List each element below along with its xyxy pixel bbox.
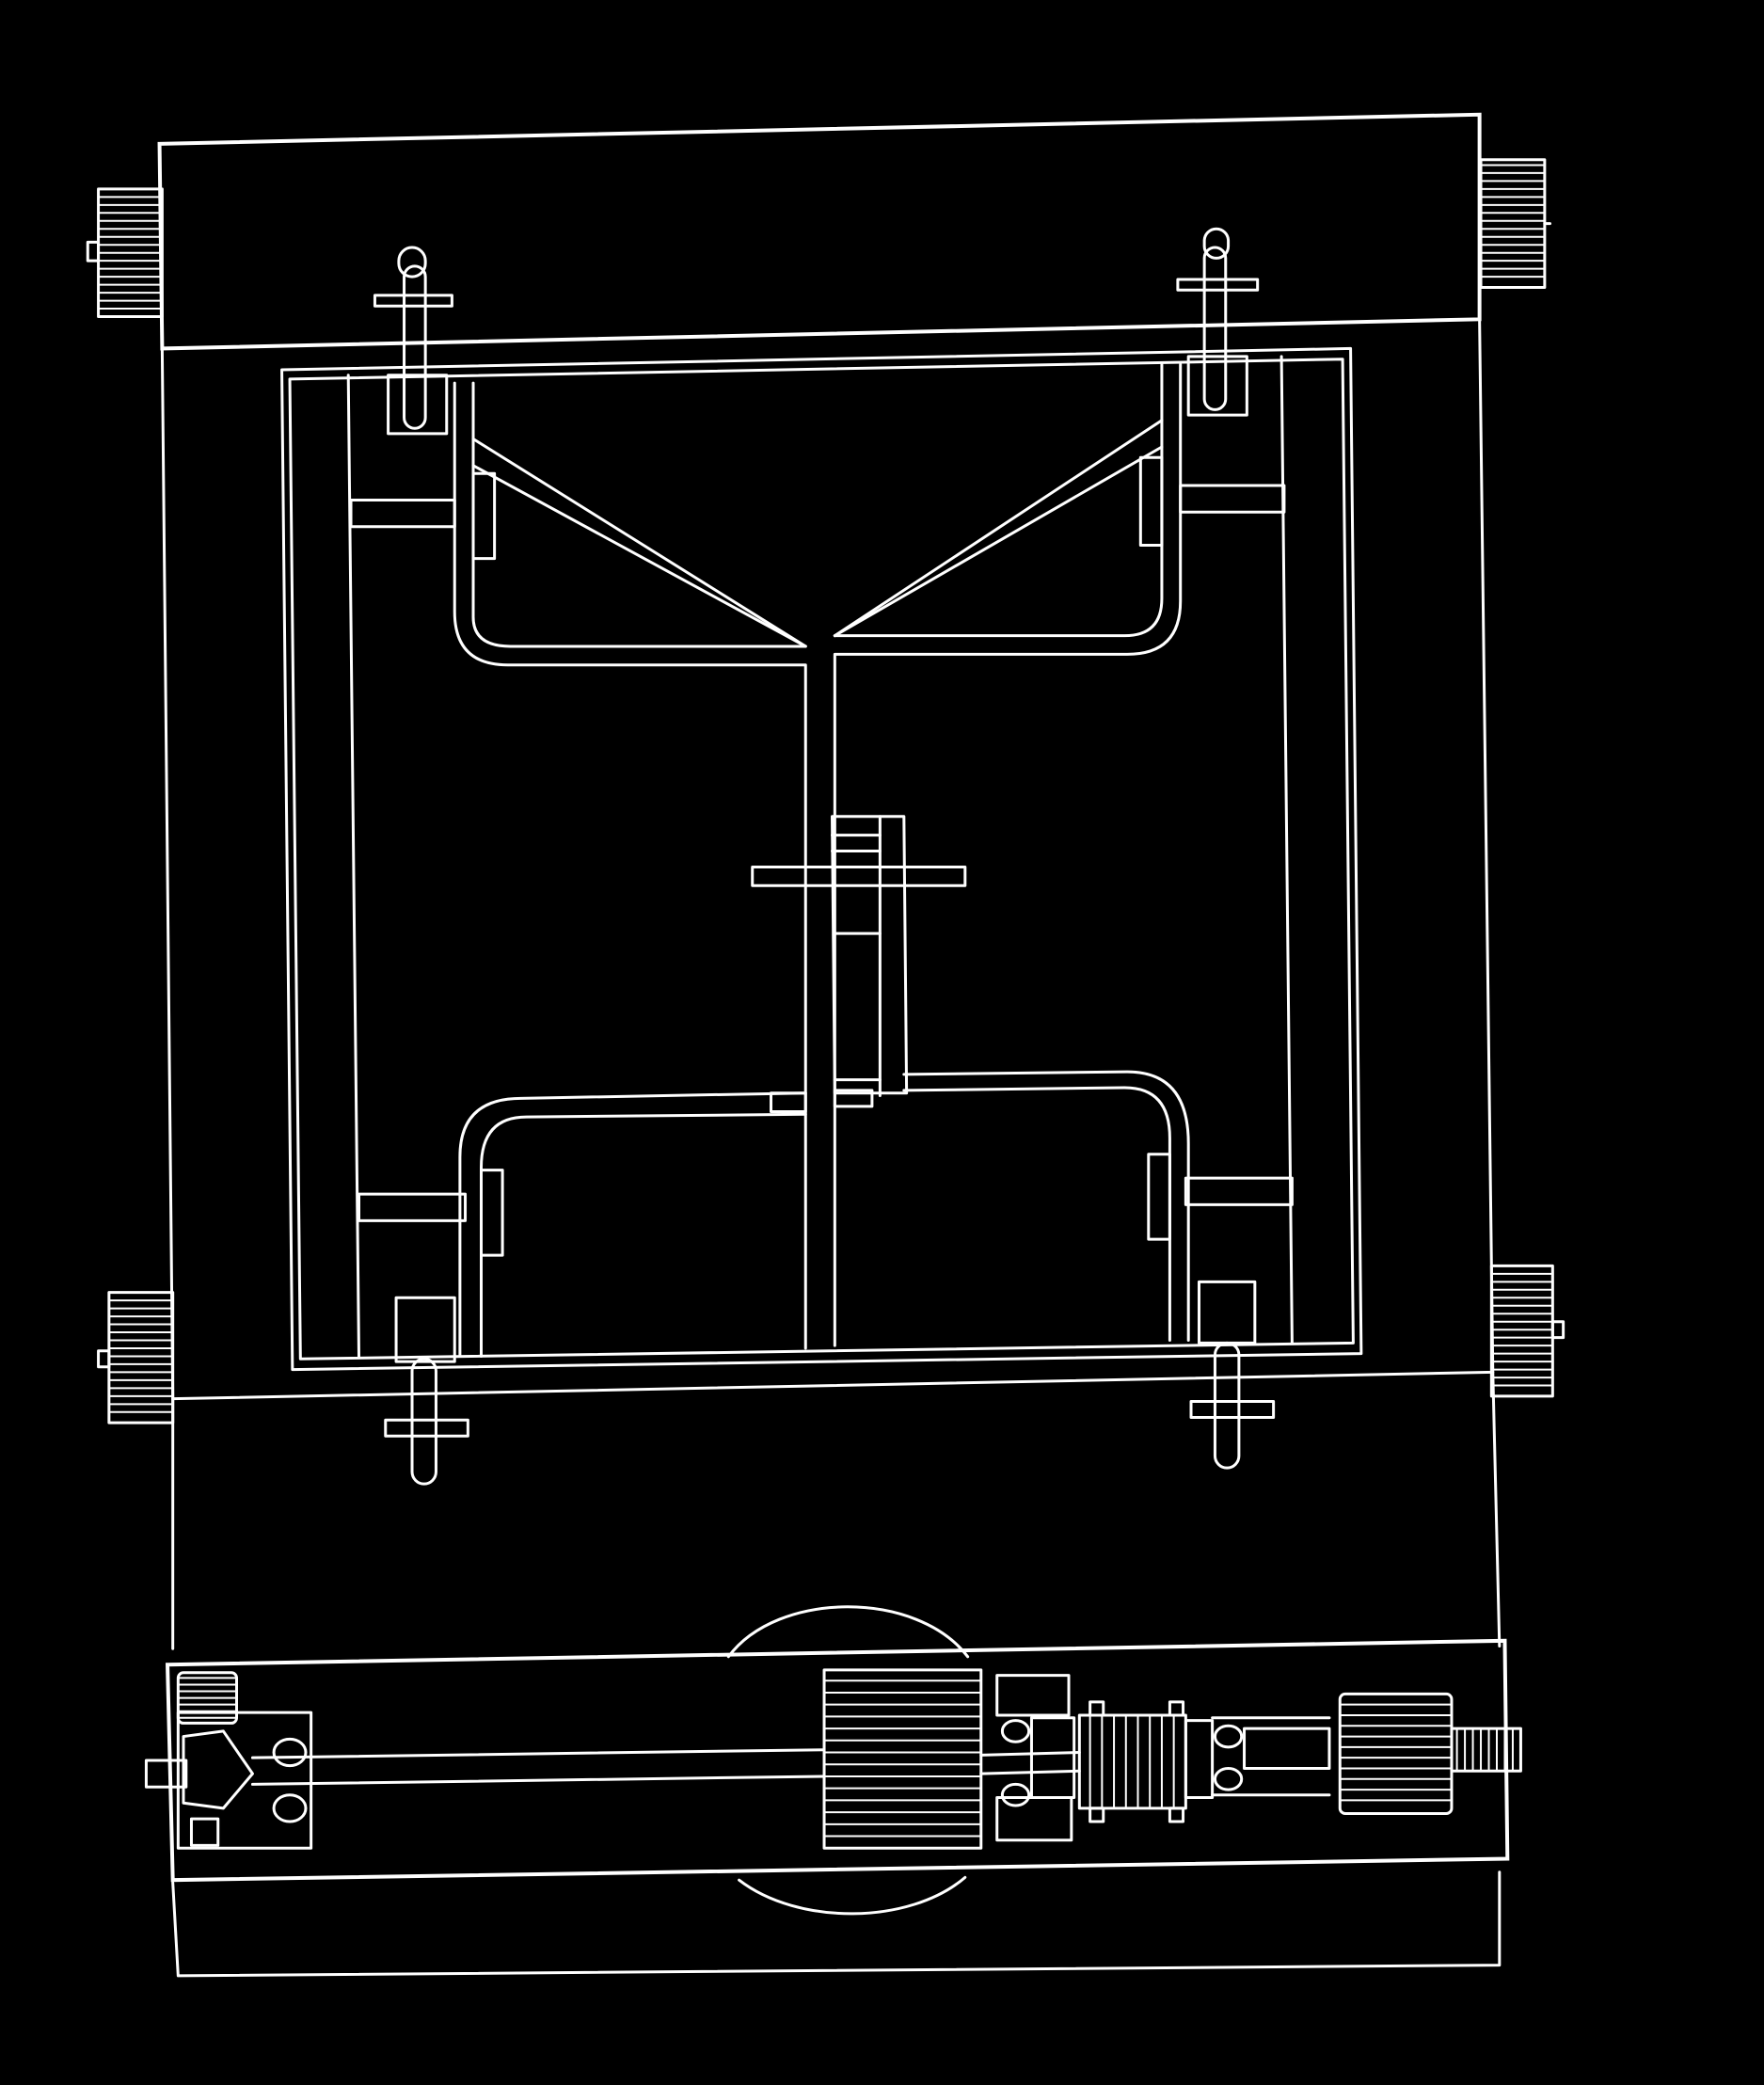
- drive-base-plate: [167, 1641, 1507, 1880]
- end-pulley-hub: [1452, 1728, 1520, 1771]
- bottom-frame-panel: [173, 1872, 1500, 1976]
- roller-axle-stub: [99, 1351, 109, 1367]
- coupling-flange-top: [997, 1676, 1069, 1715]
- roller-ribs: [99, 197, 163, 309]
- slider-block: [833, 817, 907, 1093]
- drive-disc-top: [728, 1607, 967, 1657]
- drive-assembly: [146, 1607, 1520, 1914]
- cross-bar-lower-left: [358, 1194, 465, 1220]
- clamp-screw-top-right: [1178, 229, 1258, 415]
- outer-chassis: [160, 115, 1500, 1976]
- screw-shaft: [1215, 1343, 1238, 1468]
- fork-right-arm: [834, 421, 1162, 636]
- screw-knob: [399, 247, 425, 277]
- roller-ribs: [109, 1300, 173, 1412]
- slider-cross-pin: [753, 867, 965, 885]
- upper-y-fork: [454, 364, 1180, 1348]
- middle-frame-panel: [162, 319, 1492, 1398]
- inner-housing: [282, 348, 1361, 1369]
- screw-shaft: [405, 266, 426, 428]
- cross-bars: [351, 485, 1292, 1220]
- roller-bottom-right: [1491, 1265, 1563, 1395]
- inner-frame-outer: [282, 348, 1361, 1369]
- gearbox: [1079, 1715, 1185, 1808]
- screw-housing: [389, 375, 447, 434]
- screw-knob: [1204, 229, 1228, 258]
- lower-pad-right: [1149, 1154, 1170, 1239]
- screw-handle: [374, 295, 452, 306]
- cross-bar-lower-right: [1185, 1178, 1292, 1204]
- inner-frame-lining: [290, 359, 1353, 1360]
- fork-pad-right: [1140, 457, 1162, 545]
- screw-housing: [396, 1297, 454, 1361]
- centre-slider: [753, 817, 965, 1096]
- screw-handle: [386, 1420, 469, 1436]
- drive-disc-bottom: [739, 1877, 965, 1914]
- bearing-housing: [183, 1731, 252, 1808]
- roller-top-left: [87, 189, 162, 317]
- main-shaft: [252, 1750, 824, 1758]
- coupling-bolt: [1002, 1721, 1028, 1743]
- roller-top-right: [1481, 160, 1549, 288]
- coupling-bolt: [1002, 1784, 1028, 1806]
- bearing-plate: [178, 1712, 310, 1848]
- screw-housing: [1199, 1281, 1254, 1343]
- fork-left-arm: [473, 439, 805, 646]
- cross-bar-upper-left: [351, 501, 454, 527]
- lower-frame-right: [1493, 1372, 1500, 1646]
- roller-axle-stub: [87, 242, 98, 261]
- end-pulley: [1340, 1694, 1452, 1813]
- left-guide-rail: [348, 375, 358, 1357]
- clamp-screw-bottom-right: [1191, 1281, 1274, 1468]
- screw-shaft: [1204, 247, 1226, 409]
- screw-housing: [1188, 357, 1247, 415]
- motor-drum: [824, 1670, 981, 1848]
- roller-ribs: [1491, 1274, 1552, 1386]
- roller-axle-stub: [1552, 1322, 1563, 1338]
- output-shaft: [1245, 1728, 1329, 1768]
- fork-pad-left: [473, 473, 495, 558]
- top-frame-panel: [160, 115, 1480, 349]
- shaft-end-left: [146, 1760, 185, 1787]
- roller-ribs: [1481, 165, 1545, 277]
- cross-bar-upper-right: [1181, 485, 1284, 512]
- clamp-screw-top-left: [374, 247, 452, 434]
- screw-handle: [1178, 279, 1258, 290]
- lower-pad-left: [481, 1170, 502, 1255]
- screw-handle: [1191, 1401, 1274, 1417]
- clamp-screw-bottom-left: [386, 1297, 469, 1484]
- lower-u-fork: [460, 1072, 1188, 1356]
- roller-bottom-left: [99, 1293, 173, 1423]
